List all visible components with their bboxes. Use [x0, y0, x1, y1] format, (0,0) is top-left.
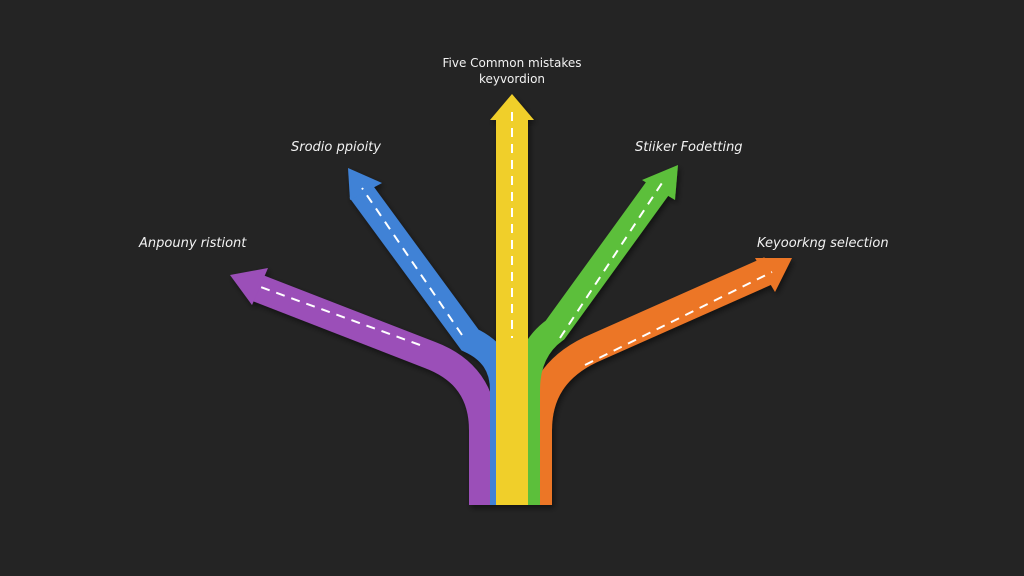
arrow-yellow	[490, 94, 534, 505]
diagram-title: Five Common mistakes keyvordion	[412, 55, 612, 87]
arrow-purple	[230, 268, 497, 505]
label-purple: Anpouny ristiont	[139, 236, 247, 251]
label-orange: Keyoorkng selection	[757, 236, 889, 251]
title-line-1: Five Common mistakes	[442, 56, 582, 70]
title-line-2: keyvordion	[478, 72, 546, 86]
label-green: Stiiker Fodetting	[635, 140, 743, 155]
label-blue: Srodio ppioity	[291, 140, 381, 155]
